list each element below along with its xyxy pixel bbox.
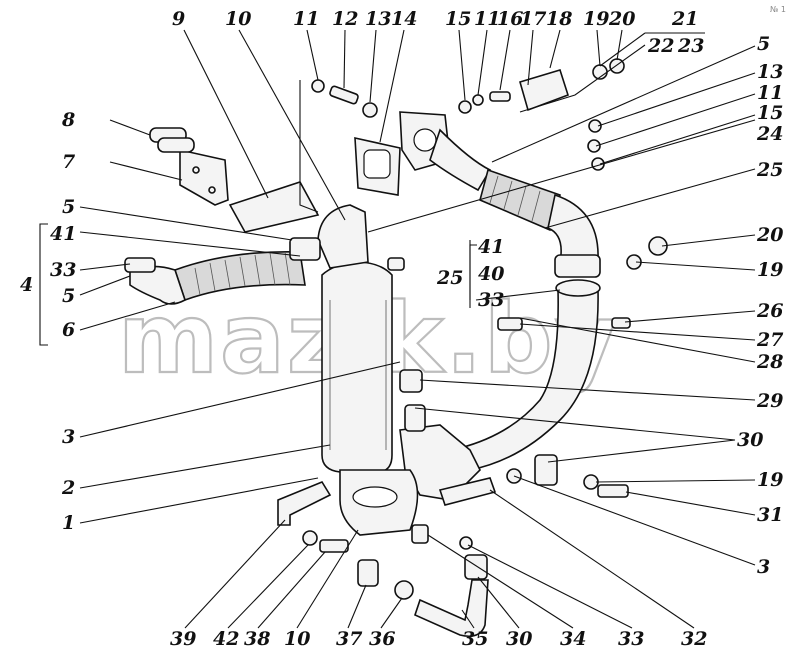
fitting-upper	[399, 369, 423, 393]
callout-label: 14	[391, 8, 417, 30]
bracket	[179, 149, 229, 206]
callout-label: 17	[520, 8, 546, 30]
leader-lines	[39, 29, 756, 629]
fitting-mid	[404, 404, 426, 432]
corner-mark: № 1	[770, 5, 786, 14]
callout-label: 11	[293, 8, 319, 30]
callout-label: 20	[608, 8, 635, 30]
callout-label: 36	[369, 628, 395, 650]
callout-label: 11	[474, 8, 500, 30]
callout-label: 19	[757, 469, 783, 491]
callout-label: 5	[62, 196, 75, 218]
callout-label: 38	[244, 628, 270, 650]
callout-label: 41	[50, 223, 76, 245]
tail-pipe	[438, 477, 497, 506]
callout-label: 40	[478, 263, 504, 285]
callout-label: 9	[172, 8, 185, 30]
left-flex-hose	[173, 251, 306, 302]
callout-label: 4	[20, 274, 33, 296]
callout-label: 15	[757, 102, 783, 124]
clips	[149, 127, 195, 153]
elbow-fitting	[464, 554, 488, 580]
callout-label: 5	[757, 33, 770, 55]
callout-label: 11	[757, 82, 783, 104]
callout-label: 22	[647, 35, 674, 57]
callout-label: 31	[757, 504, 783, 526]
callout-label: 7	[62, 151, 75, 173]
right-top-pipe	[429, 128, 492, 192]
callout-label: 33	[618, 628, 644, 650]
callout-label: 3	[62, 426, 75, 448]
callout-label: 16	[497, 8, 523, 30]
right-flex-hose	[479, 168, 561, 232]
callout-label: 35	[462, 628, 488, 650]
strap	[228, 181, 320, 233]
plug	[357, 559, 379, 587]
muffler-body	[321, 261, 393, 473]
callout-label: 13	[757, 61, 783, 83]
callout-label: 25	[756, 159, 783, 181]
callout-label: 32	[681, 628, 707, 650]
callout-label: 26	[756, 300, 783, 322]
callout-label: 6	[62, 319, 75, 341]
callout-label: 28	[756, 351, 783, 373]
callout-label: 19	[757, 259, 783, 281]
callout-label: 27	[756, 329, 783, 351]
callout-label: 2	[61, 477, 75, 499]
callout-label: 33	[50, 259, 76, 281]
callout-label: 30	[737, 429, 763, 451]
callout-label: 3	[757, 556, 770, 578]
callout-label: 41	[478, 236, 504, 258]
right-elbow	[547, 193, 599, 263]
callout-labels: 9 10 11 12 13 14 15 11 16 17 18 19 20 21…	[20, 8, 783, 650]
callout-label: 13	[365, 8, 391, 30]
washer-36	[394, 580, 414, 600]
callout-label: 42	[213, 628, 239, 650]
callout-label: 34	[560, 628, 586, 650]
callout-label: 12	[332, 8, 358, 30]
parts-drawing	[124, 58, 668, 638]
right-clamp	[554, 254, 601, 278]
inlet-elbow	[317, 204, 369, 269]
callout-label: 8	[61, 109, 75, 131]
callout-label: 39	[170, 628, 196, 650]
callout-label: 5	[62, 285, 75, 307]
callout-label: 21	[671, 8, 698, 30]
callout-label: 15	[445, 8, 471, 30]
callout-label: 20	[756, 224, 783, 246]
callout-label: 23	[677, 35, 704, 57]
callout-label: 18	[546, 8, 572, 30]
oring	[459, 536, 473, 550]
left-clamp	[124, 257, 156, 273]
callout-label: 24	[756, 123, 783, 145]
fitting-right	[534, 454, 558, 486]
callout-label: 19	[583, 8, 609, 30]
callout-label: 1	[62, 512, 75, 534]
callout-label: 33	[478, 289, 504, 311]
callout-label: 37	[336, 628, 362, 650]
callout-label: 29	[756, 390, 783, 412]
mid-clamp	[289, 237, 321, 261]
callout-label: 30	[506, 628, 532, 650]
callout-label: 25	[436, 267, 463, 289]
callout-label: 10	[284, 628, 310, 650]
callout-label: 10	[225, 8, 251, 30]
